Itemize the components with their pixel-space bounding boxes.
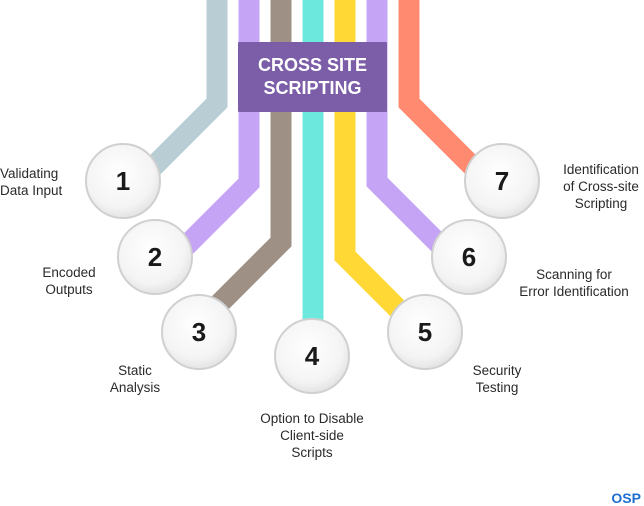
node-3-label-line-1: Static bbox=[118, 363, 152, 378]
node-2-circle bbox=[117, 219, 193, 295]
node-3-label: Static Analysis bbox=[110, 363, 161, 395]
node-4-label: Option to Disable Client-side Scripts bbox=[260, 411, 364, 460]
node-3-circle bbox=[161, 294, 237, 370]
title-line-1: CROSS SITE bbox=[258, 55, 367, 75]
node-6-circle bbox=[431, 219, 507, 295]
title-background bbox=[238, 42, 387, 112]
node-4-number: 4 bbox=[305, 341, 320, 371]
node-7-label-line-3: Scripting bbox=[575, 196, 628, 211]
node-7-label-line-1: Identification bbox=[563, 162, 639, 177]
connector-line-1 bbox=[140, 0, 228, 180]
node-7-label-line-2: of Cross-site bbox=[563, 179, 639, 194]
node-1-label-line-1: Validating bbox=[0, 166, 58, 181]
node-6-label-line-1: Scanning for bbox=[536, 267, 612, 282]
node-5-label-line-1: Security bbox=[473, 363, 522, 378]
node-5-circle bbox=[387, 294, 463, 370]
connector-line-7 bbox=[398, 0, 486, 180]
node-2-number: 2 bbox=[148, 242, 162, 272]
node-7-number: 7 bbox=[495, 166, 509, 196]
node-6-label: Scanning for Error Identification bbox=[519, 267, 629, 299]
node-6-label-line-2: Error Identification bbox=[519, 284, 629, 299]
node-4-label-line-1: Option to Disable bbox=[260, 411, 364, 426]
node-6-number: 6 bbox=[462, 242, 476, 272]
node-4-circle bbox=[274, 318, 350, 394]
node-4-label-line-2: Client-side bbox=[280, 428, 344, 443]
node-2-label-line-2: Outputs bbox=[45, 282, 93, 297]
title-box: CROSS SITE SCRIPTING bbox=[238, 42, 387, 112]
node-4-label-line-3: Scripts bbox=[291, 445, 333, 460]
node-5-label-line-2: Testing bbox=[476, 380, 519, 395]
node-5: 5 bbox=[387, 294, 463, 370]
node-7-label: Identification of Cross-site Scripting bbox=[563, 162, 639, 211]
node-4: 4 bbox=[274, 318, 350, 394]
node-1-circle bbox=[85, 143, 161, 219]
node-3: 3 bbox=[161, 294, 237, 370]
node-1-number: 1 bbox=[116, 166, 130, 196]
node-1-label: Validating Data Input bbox=[0, 166, 63, 198]
node-7-circle bbox=[464, 143, 540, 219]
node-5-label: Security Testing bbox=[473, 363, 522, 395]
node-2-label: Encoded Outputs bbox=[42, 265, 95, 297]
node-6: 6 bbox=[431, 219, 507, 295]
node-7: 7 bbox=[464, 143, 540, 219]
title-line-2: SCRIPTING bbox=[263, 78, 361, 98]
node-2-label-line-1: Encoded bbox=[42, 265, 95, 280]
node-3-label-line-2: Analysis bbox=[110, 380, 161, 395]
node-3-number: 3 bbox=[192, 317, 206, 347]
node-5-number: 5 bbox=[418, 317, 432, 347]
node-1: 1 bbox=[85, 143, 161, 219]
node-2: 2 bbox=[117, 219, 193, 295]
osp-logo: OSP bbox=[611, 490, 641, 506]
node-1-label-line-2: Data Input bbox=[0, 183, 63, 198]
